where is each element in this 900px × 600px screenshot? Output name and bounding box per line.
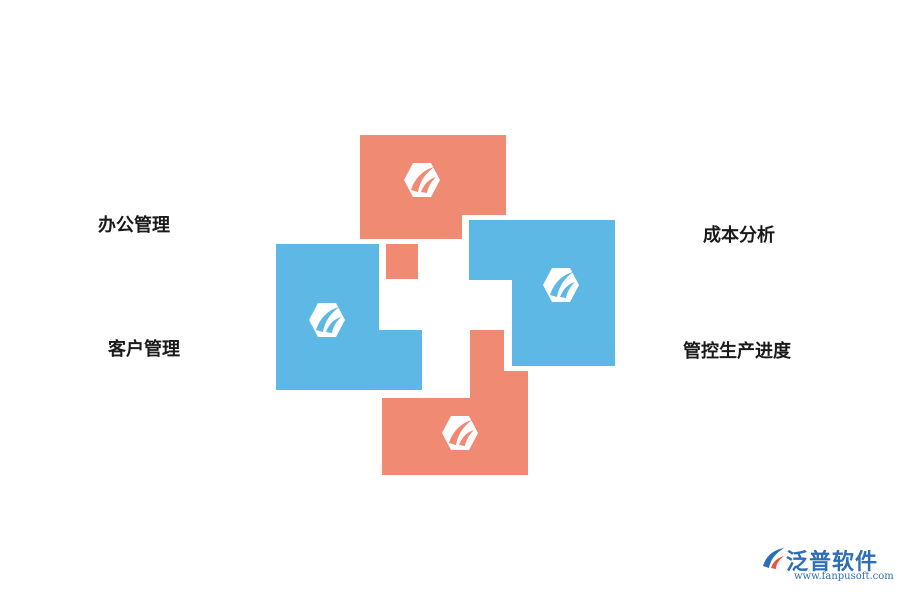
- left-quadrant-block: [276, 244, 422, 390]
- right-quadrant-block: [469, 220, 615, 366]
- bottom-quadrant-block: [382, 330, 528, 475]
- label-office-management: 办公管理: [98, 215, 170, 236]
- top-connector-square: [386, 244, 418, 279]
- brand-watermark: 泛普软件 www.fanpusoft.com: [760, 544, 894, 588]
- brand-name: 泛普软件: [786, 550, 879, 575]
- hexagon-leaf-icon: [543, 268, 579, 302]
- hexagon-leaf-icon: [442, 416, 478, 450]
- brand-url: www.fanpusoft.com: [794, 571, 894, 582]
- label-customer-management: 客户管理: [108, 339, 180, 360]
- label-production-progress: 管控生产进度: [683, 341, 791, 362]
- label-cost-analysis: 成本分析: [703, 225, 775, 246]
- hexagon-leaf-icon: [309, 303, 345, 337]
- fanpu-logo-icon: [763, 548, 784, 569]
- hexagon-leaf-icon: [404, 163, 440, 197]
